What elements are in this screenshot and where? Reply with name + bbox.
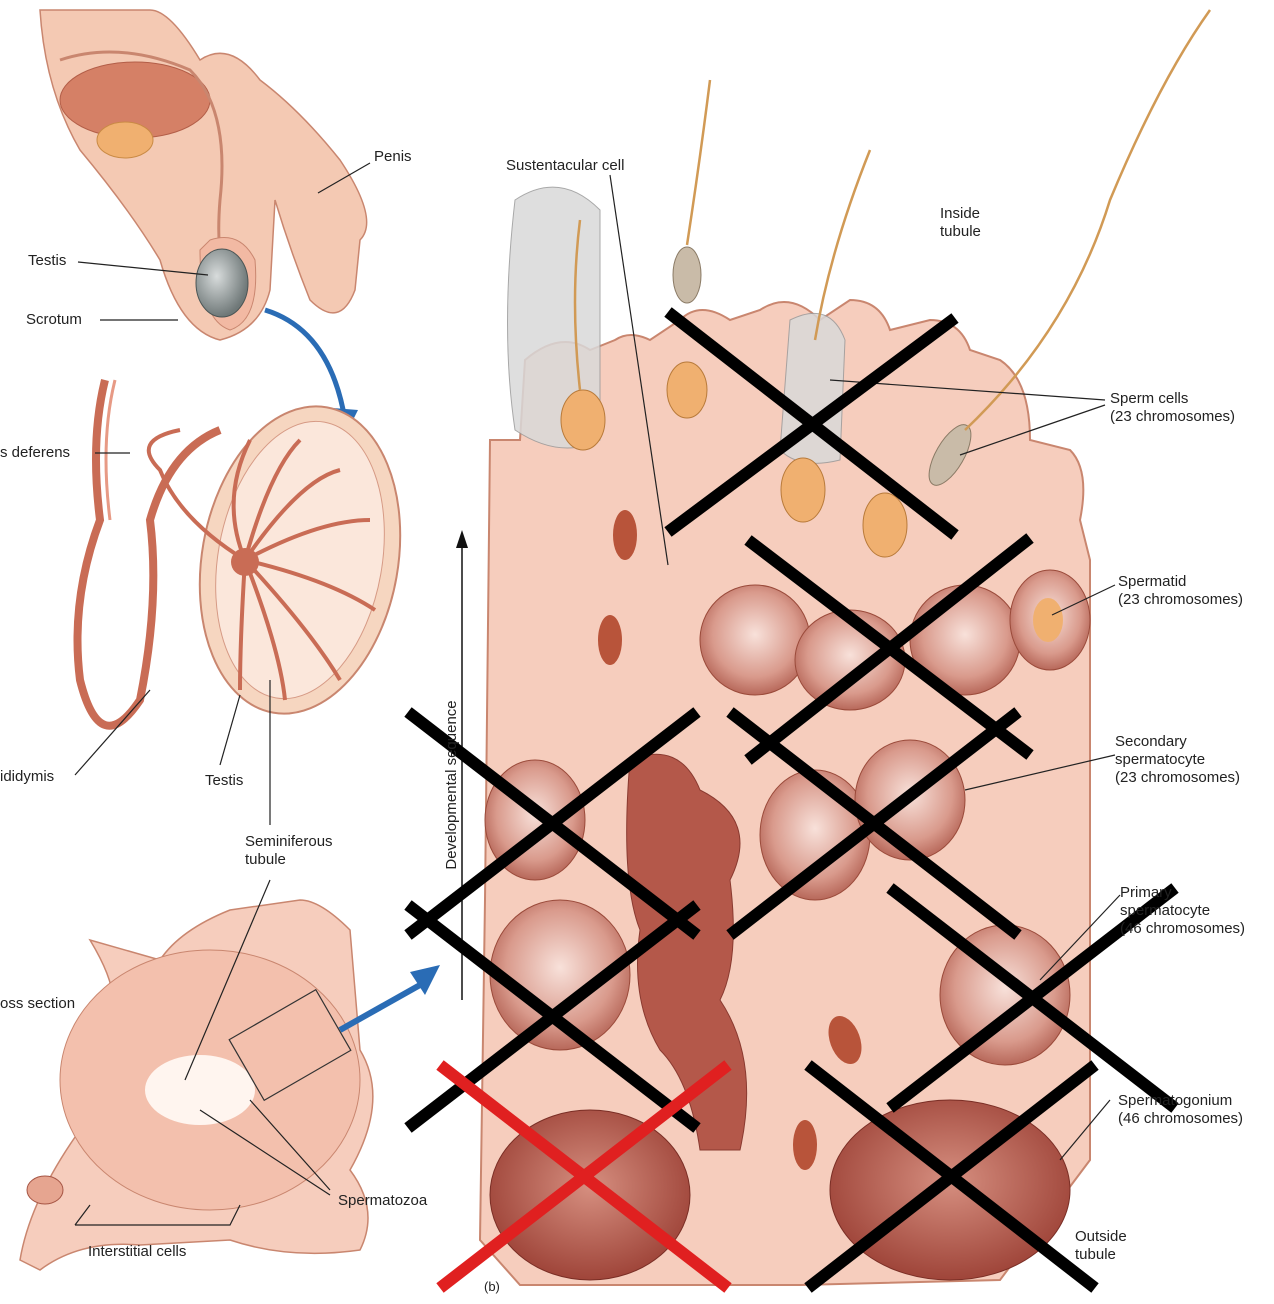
label-developmental-sequence: Developmental sequence [443,695,461,875]
label-penis: Penis [374,148,412,166]
developmental-arrow-head [456,530,468,548]
label-epididymis: ididymis [0,768,54,786]
label-scrotum: Scrotum [26,311,82,329]
label-panel-b: (b) [484,1278,500,1296]
label-outside-tubule: Outside tubule [1075,1228,1127,1264]
label-secondary-spermatocyte: Secondary spermatocyte (23 chromosomes) [1115,733,1240,787]
label-testis-top: Testis [28,252,66,270]
label-seminiferous-tubule: Seminiferous tubule [245,833,333,869]
label-primary-spermatocyte: Primary spermatocyte (46 chromosomes) [1120,884,1245,938]
cross-section-illustration [20,900,373,1270]
blue-arrow-1 [265,310,345,420]
label-ductus-deferens: s deferens [0,444,70,462]
label-sustentacular-cell: Sustentacular cell [506,157,624,175]
label-cross-section: oss section [0,995,75,1013]
label-testis-mid: Testis [205,772,243,790]
testis-illustration [78,380,424,730]
label-spermatid: Spermatid (23 chromosomes) [1118,573,1243,609]
label-spermatozoa: Spermatozoa [338,1192,427,1210]
label-sperm-cells: Sperm cells (23 chromosomes) [1110,390,1235,426]
male-overview-illustration [40,10,367,340]
label-spermatogonium: Spermatogonium (46 chromosomes) [1118,1092,1243,1128]
label-interstitial-cells: Interstitial cells [88,1243,186,1261]
label-inside-tubule: Inside tubule [940,205,981,241]
